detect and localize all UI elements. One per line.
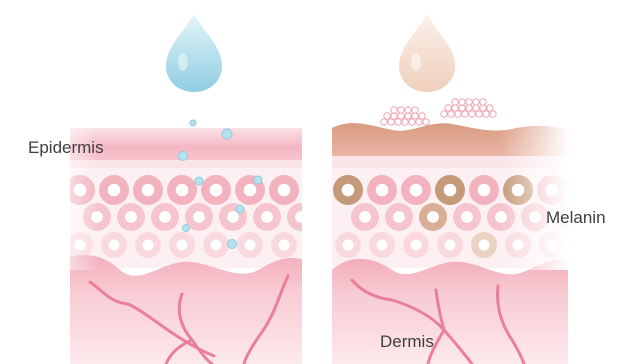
skin-cell [573,232,599,258]
water-drop-icon [166,14,222,92]
melanin-label: Melanin [546,208,606,227]
oil-drop-icon [399,14,455,92]
skin-cell [571,175,601,205]
skin-cell [303,175,333,205]
epidermis-label: Epidermis [28,138,104,157]
hydrated-skin-panel [40,14,349,364]
dry-skin-panel [332,14,617,364]
dermis-label: Dermis [380,332,434,351]
dead-skin-flakes [381,99,496,125]
cell-layer [65,175,349,258]
skin-cell [305,232,331,258]
dermis-layer [40,255,310,364]
dermis-layer-right [332,259,570,364]
